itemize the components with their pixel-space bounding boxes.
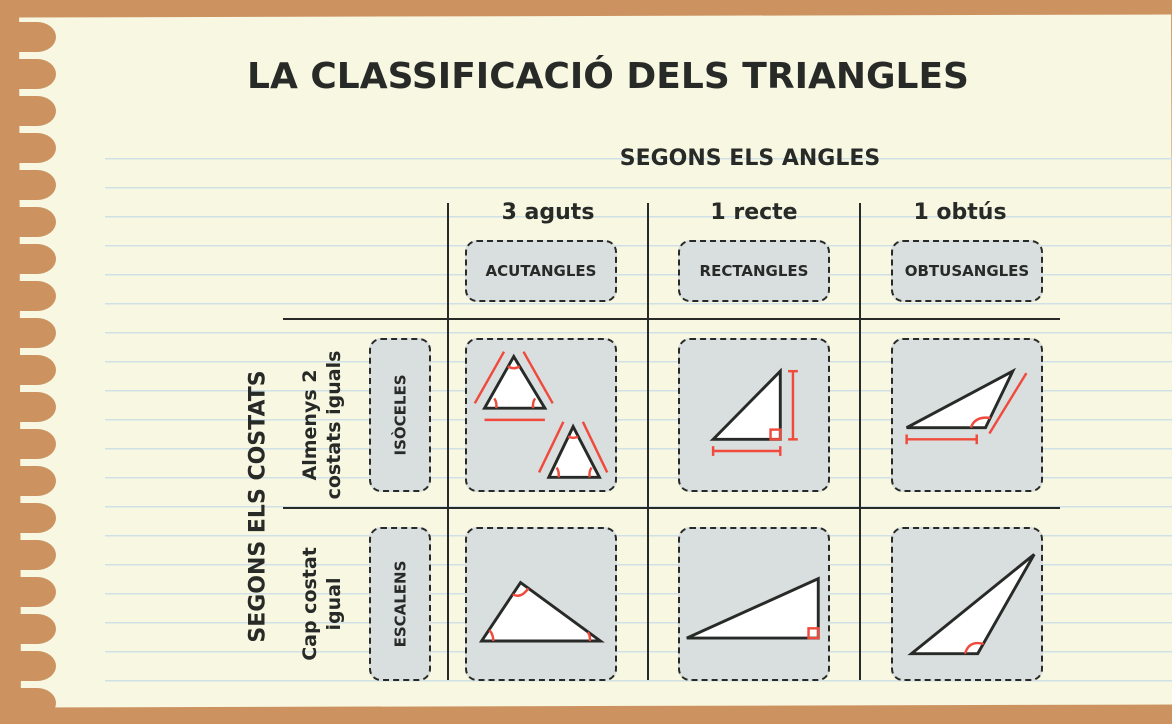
- acute-isosceles-triangles: [473, 351, 609, 479]
- binder-ring: [18, 207, 56, 237]
- row-heading-line: Almenys 2: [299, 369, 321, 481]
- binder-ring: [18, 651, 56, 681]
- label-text: ISÒCELES: [391, 374, 409, 456]
- divider: [859, 203, 861, 680]
- row-heading-line: costats iguals: [323, 350, 345, 500]
- label-rectangles: RECTANGLES: [678, 240, 830, 302]
- right-isosceles-triangle: [709, 367, 798, 456]
- binder-ring: [18, 540, 56, 570]
- binder-ring: [18, 59, 56, 89]
- column-heading-right: 1 recte: [710, 200, 798, 225]
- card-acute-scalene: [465, 527, 617, 681]
- binder-ring: [18, 688, 56, 718]
- binder-ring: [18, 503, 56, 533]
- acute-scalene-triangle: [478, 580, 605, 643]
- binder-ring: [18, 429, 56, 459]
- card-right-scalene: [678, 527, 830, 681]
- label-isosceles: ISÒCELES: [369, 338, 431, 492]
- label-text: ESCALENS: [391, 560, 409, 648]
- label-scalene: ESCALENS: [369, 527, 431, 681]
- binder-ring: [18, 96, 56, 126]
- column-heading-obtuse: 1 obtús: [913, 200, 1007, 225]
- binder-ring: [18, 244, 56, 274]
- card-acute-isosceles: [465, 338, 617, 492]
- binder-ring: [18, 466, 56, 496]
- angles-header: SEGONS ELS ANGLES: [619, 146, 881, 171]
- binder-ring: [18, 614, 56, 644]
- obtuse-isosceles-triangle: [905, 367, 1028, 445]
- card-obtuse-isosceles: [891, 338, 1043, 492]
- row-heading-line: Cap costat: [299, 547, 321, 661]
- binder-ring: [18, 281, 56, 311]
- card-obtuse-scalene: [891, 527, 1043, 681]
- divider: [283, 318, 1060, 320]
- sides-header: SEGONS ELS COSTATS: [245, 370, 271, 643]
- divider: [647, 203, 649, 680]
- obtuse-scalene-triangle: [907, 553, 1036, 656]
- binder-ring: [18, 318, 56, 348]
- divider: [283, 507, 1060, 509]
- binder-ring: [18, 392, 56, 422]
- binder-ring: [18, 170, 56, 200]
- binder-ring: [18, 22, 56, 52]
- label-obtusangles: OBTUSANGLES: [891, 240, 1043, 302]
- divider: [447, 203, 449, 680]
- binder-ring: [18, 133, 56, 163]
- card-right-isosceles: [678, 338, 830, 492]
- right-scalene-triangle: [686, 576, 820, 640]
- binder-ring: [18, 355, 56, 385]
- column-heading-acute: 3 aguts: [501, 200, 595, 225]
- label-acutangles: ACUTANGLES: [465, 240, 617, 302]
- page-title: LA CLASSIFICACIÓ DELS TRIANGLES: [247, 56, 969, 97]
- binder-ring: [18, 577, 56, 607]
- row-heading-line: igual: [323, 577, 345, 631]
